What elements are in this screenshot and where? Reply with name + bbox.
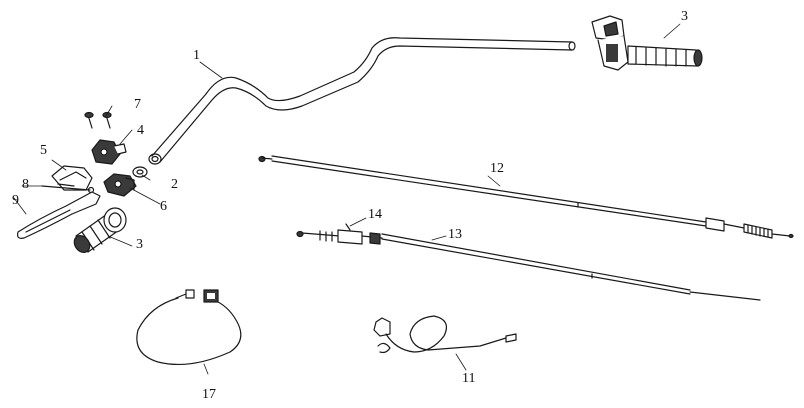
switch-wire-11: [373, 315, 517, 354]
callout-13: 13: [448, 227, 462, 242]
callout-17: 17: [202, 387, 216, 402]
wiring-harness-17: [136, 289, 242, 366]
throttle-cable: [258, 155, 794, 239]
leader-lines: [13, 23, 681, 375]
switch-housing: [91, 139, 127, 165]
callout-7: 7: [134, 97, 141, 112]
washer: [132, 166, 148, 178]
callout-2: 2: [171, 177, 178, 192]
handlebar: [148, 37, 576, 165]
callout-6: 6: [160, 199, 167, 214]
callout-5: 5: [40, 143, 47, 158]
clutch-lever: [17, 191, 101, 239]
lever-bracket: [51, 165, 93, 191]
callout-9: 9: [12, 193, 19, 208]
callout-4: 4: [137, 123, 144, 138]
callout-14: 14: [368, 207, 382, 222]
throttle-grip-assembly: [591, 15, 703, 71]
callout-3-bottom: 3: [136, 237, 143, 252]
callout-8: 8: [22, 177, 29, 192]
left-grip: [73, 207, 127, 253]
callout-11: 11: [462, 371, 476, 386]
callout-1: 1: [193, 48, 200, 63]
clutch-cable: [296, 223, 761, 301]
lever-clamp: [103, 173, 137, 197]
callout-12: 12: [490, 161, 504, 176]
callout-3-top: 3: [681, 9, 688, 24]
